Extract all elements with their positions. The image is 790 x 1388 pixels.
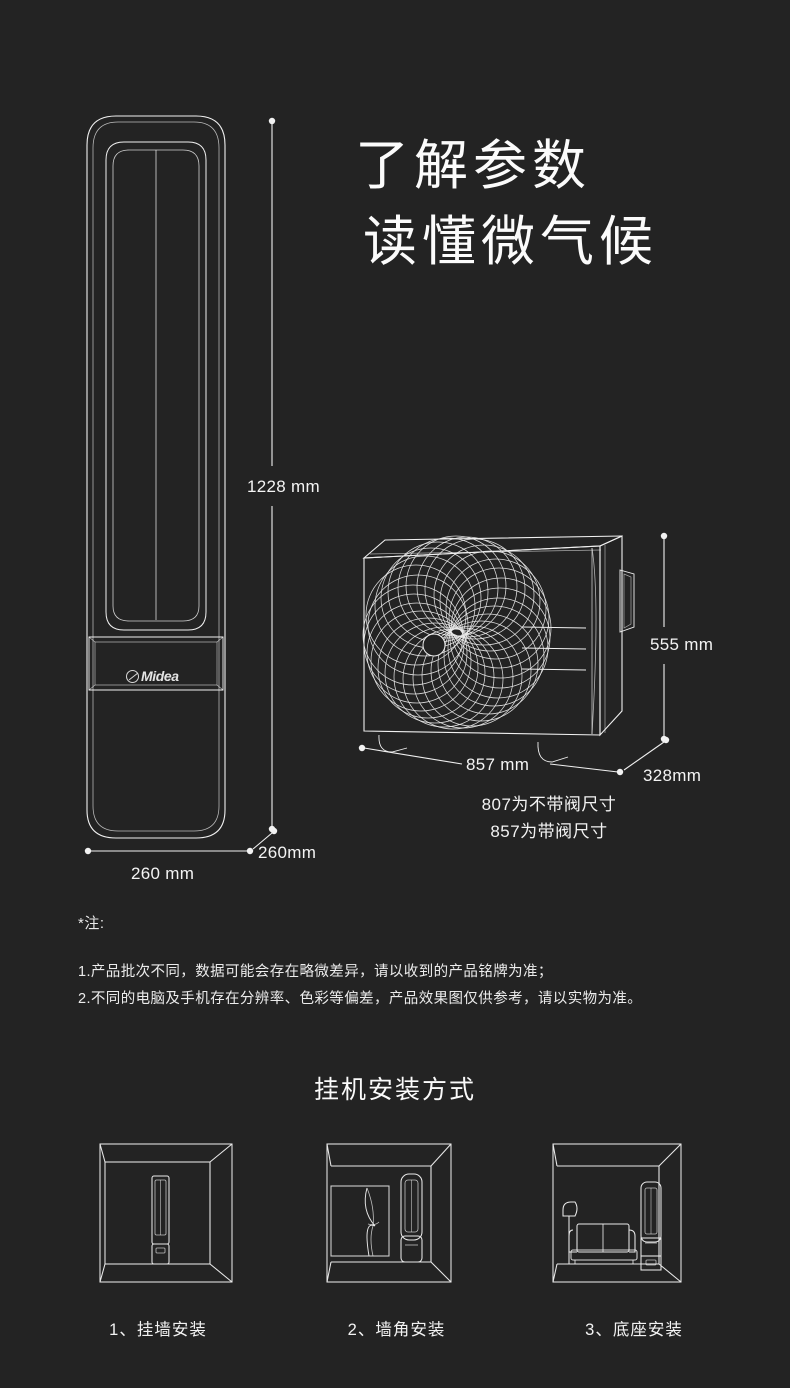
outdoor-depth-label: 328mm: [643, 766, 702, 785]
room-corner-mount-icon: [323, 1138, 473, 1290]
page-title: 了解参数 读懂微气候: [355, 128, 775, 280]
indoor-depth-label: 260mm: [258, 843, 317, 862]
install-options-row: 1、挂墙安装: [74, 1138, 719, 1340]
valve-note-line-1: 807为不带阀尺寸: [481, 795, 617, 814]
install-section-heading: 挂机安装方式: [313, 1076, 476, 1104]
install-caption-wall: 1、挂墙安装: [109, 1321, 207, 1339]
midea-circle-icon: [126, 669, 139, 683]
midea-wordmark: Midea: [141, 668, 179, 684]
indoor-width-label: 260 mm: [131, 864, 195, 883]
footnote-line-2: 2.不同的电脑及手机存在分辨率、色彩等偏差，产品效果图仅供参考，请以实物为准。: [78, 991, 643, 1007]
install-option-wall: 1、挂墙安装: [74, 1138, 254, 1340]
midea-brand-logo: Midea: [126, 668, 179, 684]
footnote-line-1: 1.产品批次不同，数据可能会存在略微差异，请以收到的产品铭牌为准；: [78, 964, 553, 980]
page-title-line-2: 读懂微气候: [363, 212, 658, 272]
outdoor-height-label: 555 mm: [650, 635, 714, 654]
room-wall-mount-icon: [96, 1138, 246, 1290]
install-caption-corner: 2、墙角安装: [347, 1321, 446, 1339]
outdoor-width-label: 857 mm: [466, 755, 530, 774]
page-title-line-1: 了解参数: [355, 136, 591, 196]
footnote-block: *注: 1.产品批次不同，数据可能会存在略微差异，请以收到的产品铭牌为准； 2.…: [78, 912, 778, 1013]
valve-note-line-2: 857为带阀尺寸: [490, 822, 608, 841]
footnote-heading: *注:: [78, 915, 105, 932]
install-option-base: 3、底座安装: [539, 1138, 719, 1340]
valve-size-note: 807为不带阀尺寸 857为带阀尺寸: [404, 791, 694, 845]
room-base-mount-icon: [549, 1138, 699, 1290]
indoor-height-label: 1228 mm: [247, 477, 320, 496]
install-option-corner: 2、墙角安装: [307, 1138, 487, 1340]
install-caption-base: 3、底座安装: [585, 1321, 683, 1339]
